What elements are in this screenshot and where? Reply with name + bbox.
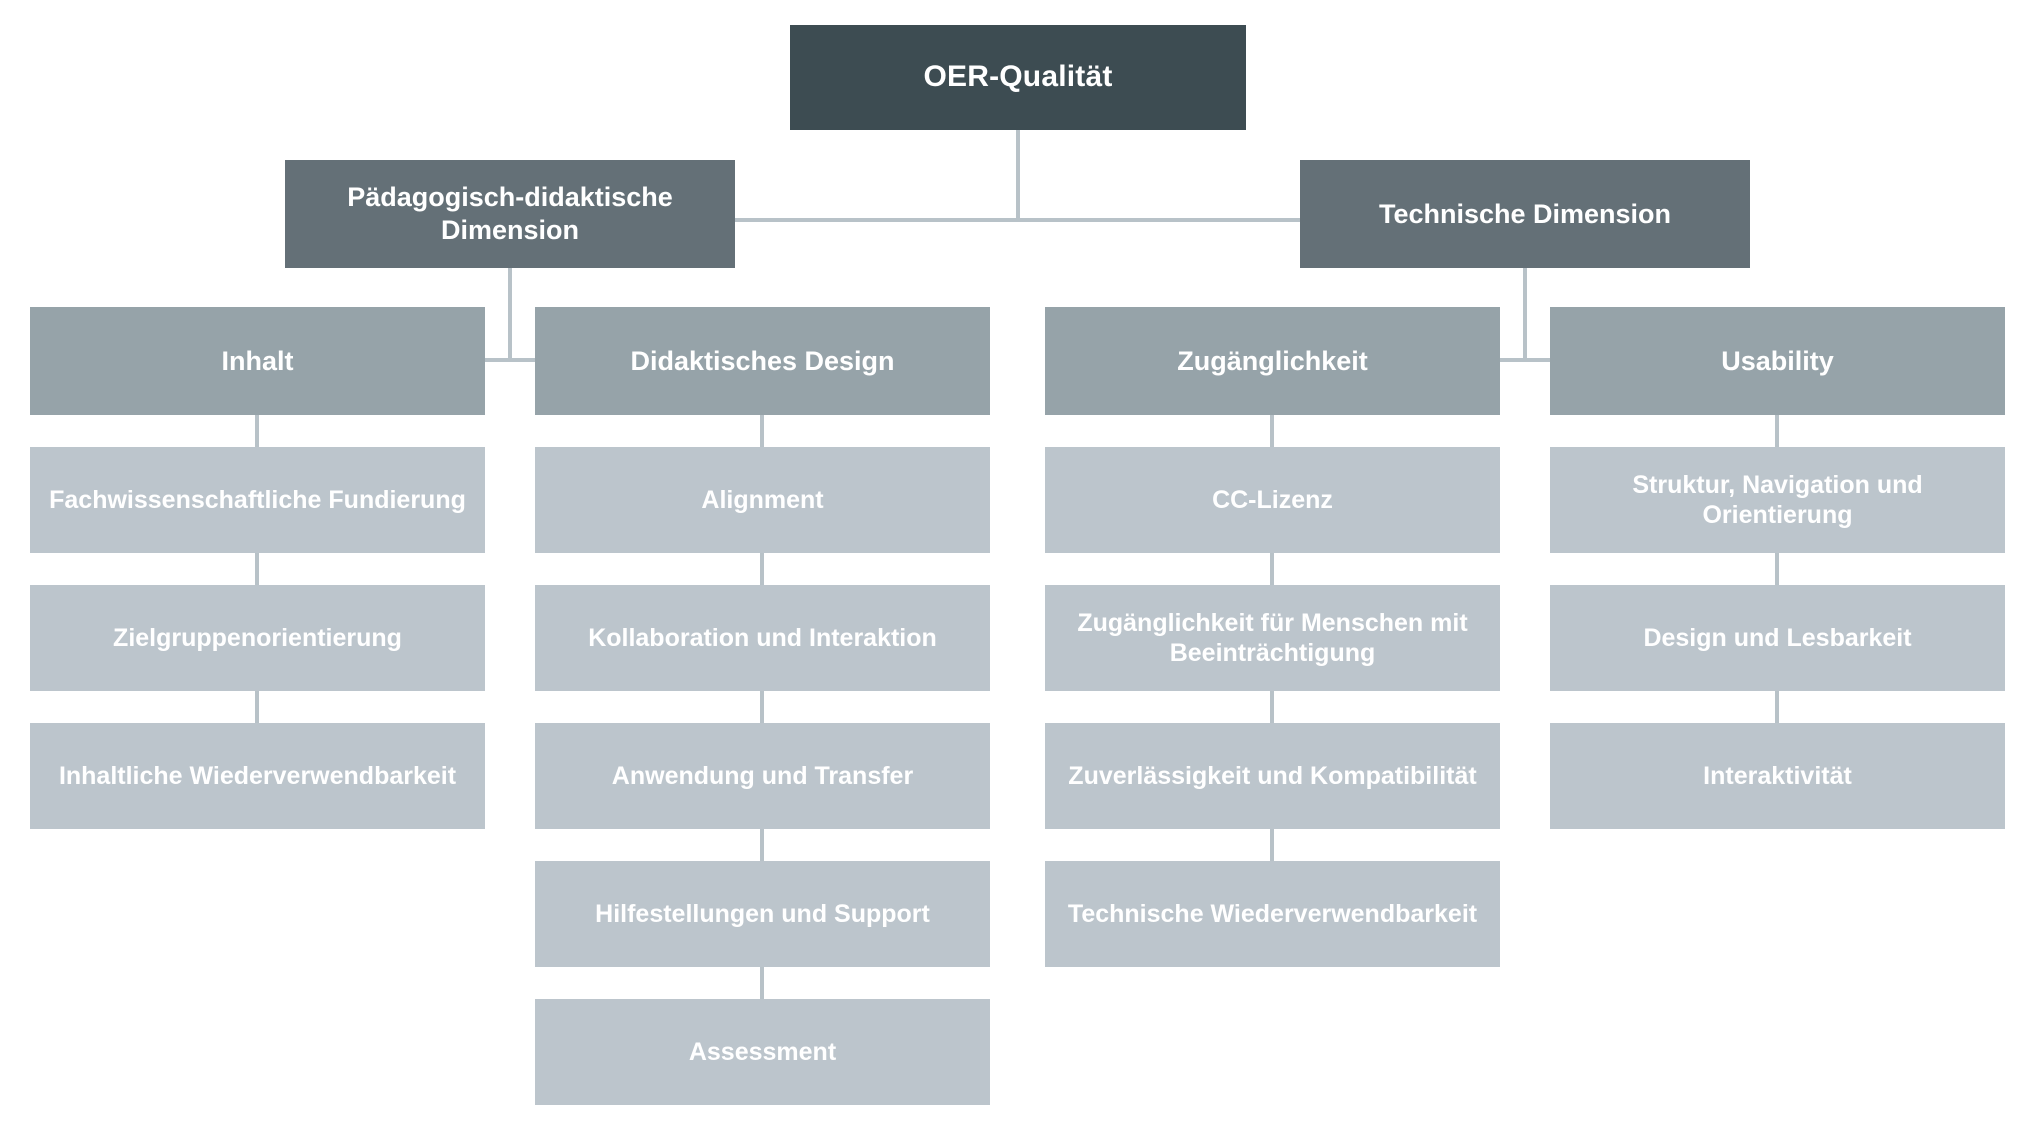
connector-inhalt-2 [255,553,259,585]
connector-zugang-2 [1270,553,1274,585]
node-assessment[interactable]: Assessment [535,999,990,1105]
node-hilfestellungen-und-support[interactable]: Hilfestellungen und Support [535,861,990,967]
connector-inhalt-1 [255,415,259,447]
connector-dimension-bus [735,218,1300,222]
node-kollaboration-und-interaktion[interactable]: Kollaboration und Interaktion [535,585,990,691]
node-anwendung-und-transfer[interactable]: Anwendung und Transfer [535,723,990,829]
node-fachwissenschaftliche-fundierung[interactable]: Fachwissenschaftliche Fundierung [30,447,485,553]
node-zugaenglichkeit-fuer-menschen-mit-beeintraechtigung[interactable]: Zugänglichkeit für Menschen mit Beeinträ… [1045,585,1500,691]
connector-technical-down [1523,268,1527,362]
connector-didaktik-3 [760,691,764,723]
connector-didaktik-1 [760,415,764,447]
node-zugaenglichkeit[interactable]: Zugänglichkeit [1045,307,1500,415]
connector-usability-1 [1775,415,1779,447]
node-oer-qualitaet[interactable]: OER-Qualität [790,25,1246,130]
node-zielgruppenorientierung[interactable]: Zielgruppenorientierung [30,585,485,691]
connector-zugang-3 [1270,691,1274,723]
connector-didaktik-4 [760,829,764,861]
connector-usability-3 [1775,691,1779,723]
connector-root-down [1016,130,1020,220]
node-design-und-lesbarkeit[interactable]: Design und Lesbarkeit [1550,585,2005,691]
connector-didaktik-2 [760,553,764,585]
node-interaktivitaet[interactable]: Interaktivität [1550,723,2005,829]
node-inhalt[interactable]: Inhalt [30,307,485,415]
node-usability[interactable]: Usability [1550,307,2005,415]
node-cc-lizenz[interactable]: CC-Lizenz [1045,447,1500,553]
node-didaktisches-design[interactable]: Didaktisches Design [535,307,990,415]
node-technische-wiederverwendbarkeit[interactable]: Technische Wiederverwendbarkeit [1045,861,1500,967]
node-inhaltliche-wiederverwendbarkeit[interactable]: Inhaltliche Wiederverwendbarkeit [30,723,485,829]
connector-inhalt-3 [255,691,259,723]
connector-zugang-1 [1270,415,1274,447]
connector-technical-bus [1272,358,1777,362]
connector-didaktik-5 [760,967,764,999]
connector-pedagogical-bus [257,358,762,362]
connector-zugang-4 [1270,829,1274,861]
node-technische-dimension[interactable]: Technische Dimension [1300,160,1750,268]
connector-pedagogical-down [508,268,512,362]
node-struktur-navigation-und-orientierung[interactable]: Struktur, Navigation und Orientierung [1550,447,2005,553]
node-alignment[interactable]: Alignment [535,447,990,553]
node-zuverlaessigkeit-und-kompatibilitaet[interactable]: Zuverlässigkeit und Kompatibilität [1045,723,1500,829]
connector-usability-2 [1775,553,1779,585]
node-paedagogisch-didaktische-dimension[interactable]: Pädagogisch-didaktische Dimension [285,160,735,268]
